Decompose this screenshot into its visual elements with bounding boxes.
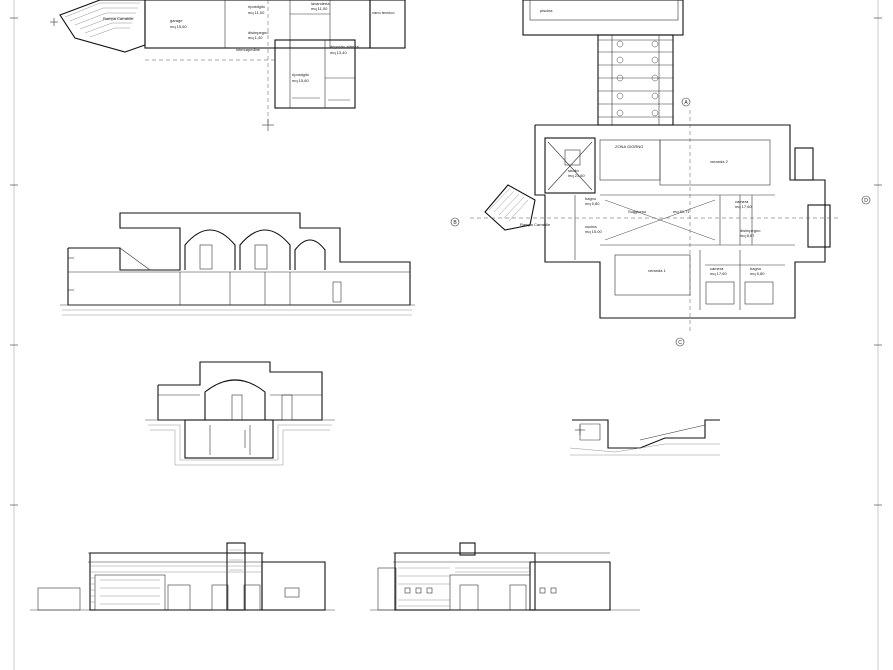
pool-area: piscina	[522, 0, 684, 126]
label-ripostiglio-1: ripostiglio	[248, 4, 266, 9]
area-lavanderia: mq 11,00	[311, 6, 328, 11]
label-ramp-ground: Rampa Carrabile	[520, 222, 551, 227]
area-soggiorno: mq 51,71	[673, 209, 690, 214]
section-marker-d-letter: D	[864, 198, 868, 204]
label-ramp-top: Rampa Carrabile	[103, 16, 134, 21]
label-ripostiglio-2: ripostiglio	[292, 72, 310, 77]
section-marker-d: D	[861, 195, 871, 205]
area-garage: mq 15,60	[170, 24, 187, 29]
label-garage: garage	[170, 18, 183, 23]
label-deposito: deposito attrezzi	[330, 44, 359, 49]
area-disimpegno: mq 8,67	[740, 233, 755, 238]
label-vano: vano tecnico	[372, 10, 395, 15]
floor-plan-ground	[470, 110, 840, 332]
label-bagno: bagno	[585, 196, 597, 201]
section-pool	[569, 419, 720, 456]
label-studio: studio	[568, 168, 579, 173]
area-studio: mq 21,60	[568, 173, 585, 178]
area-cucina: mq 15,00	[585, 229, 602, 234]
label-cucina: cucina	[585, 224, 597, 229]
area-camera-2: mq 17,60	[710, 271, 727, 276]
section-transverse	[145, 361, 335, 466]
section-marker-c: C	[675, 337, 685, 347]
label-veranda-1: veranda 1	[648, 268, 667, 273]
section-long	[60, 212, 415, 316]
label-bagno-2: bagno	[750, 266, 762, 271]
elevation-left	[30, 542, 335, 611]
section-marker-b: B	[450, 217, 460, 227]
area-deposito: mq 13,40	[330, 50, 347, 55]
section-marker-a-letter: A	[684, 100, 688, 106]
area-ripostiglio-1: mq 11,00	[248, 10, 265, 15]
section-markers: A B C D	[450, 97, 871, 347]
area-ripostiglio-2: mq 15,60	[292, 78, 309, 83]
label-camera: camera	[735, 199, 749, 204]
section-marker-a: A	[681, 97, 691, 107]
area-disimpegno-top: mq 1,40	[248, 35, 263, 40]
label-camera-2: camera	[710, 266, 724, 271]
area-bagno: mq 5,80	[585, 201, 600, 206]
label-veranda-2: veranda 2	[710, 159, 729, 164]
section-marker-c-letter: C	[678, 340, 682, 346]
label-lavanderia: lavanderia	[311, 1, 330, 6]
floor-plan-basement	[50, 0, 406, 131]
label-soggiorno: Soggiorno	[628, 209, 647, 214]
sheet-frame	[10, 0, 882, 670]
tree-symbols	[616, 40, 659, 117]
label-wall: intercapedine	[236, 47, 261, 52]
basement-room-labels: Rampa Carrabile garage mq 15,60 ripostig…	[103, 1, 395, 83]
label-disimpegno: disimpegno	[740, 228, 761, 233]
label-pool: piscina	[540, 8, 553, 13]
ground-room-labels: ZONA GIORNO Soggiorno mq 51,71 cucina mq…	[520, 144, 765, 276]
area-camera: mq 17,60	[735, 204, 752, 209]
label-disimpegno-top: disimpegno	[248, 30, 269, 35]
section-marker-b-letter: B	[453, 220, 457, 226]
area-bagno-2: mq 5,80	[750, 271, 765, 276]
elevation-right	[370, 542, 640, 611]
label-zona-giorno: ZONA GIORNO	[615, 144, 643, 149]
